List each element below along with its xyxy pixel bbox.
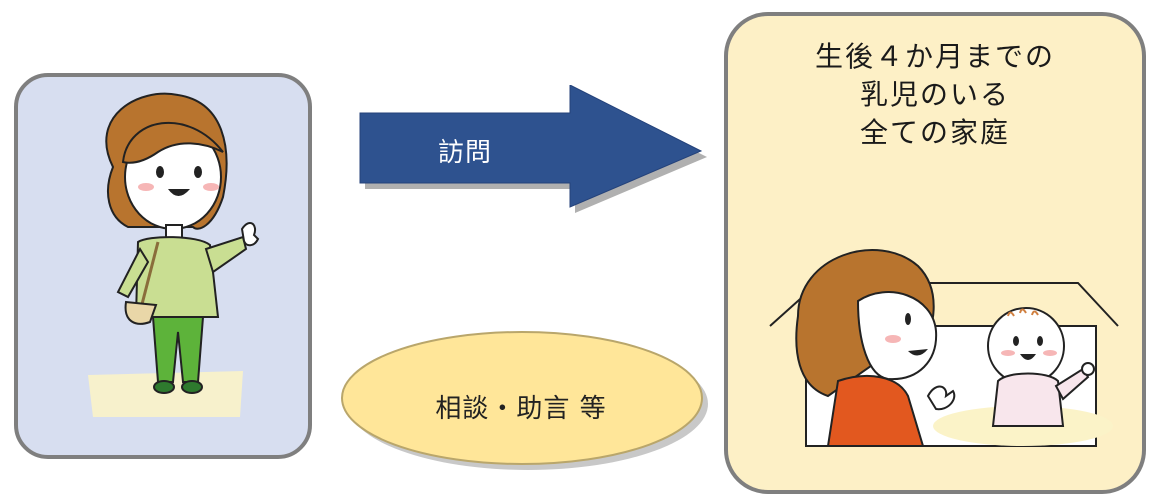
- visit-arrow: [359, 85, 707, 213]
- family-title-line: 乳児のいる: [859, 78, 1010, 111]
- family-title-line: 全ての家庭: [859, 116, 1010, 149]
- visitor-woman-illustration: [88, 92, 260, 417]
- family-title: 生後４か月までの 乳児のいる 全ての家庭: [728, 38, 1142, 152]
- family-title-line: 生後４か月までの: [814, 40, 1055, 73]
- mother-baby-illustration: [769, 249, 1119, 447]
- family-panel: 生後４か月までの 乳児のいる 全ての家庭: [724, 12, 1146, 494]
- consultation-ellipse: [341, 331, 708, 470]
- visit-label: 訪問: [437, 138, 492, 168]
- visitor-panel: [14, 73, 312, 459]
- consultation-label: 相談・助言 等: [435, 394, 607, 424]
